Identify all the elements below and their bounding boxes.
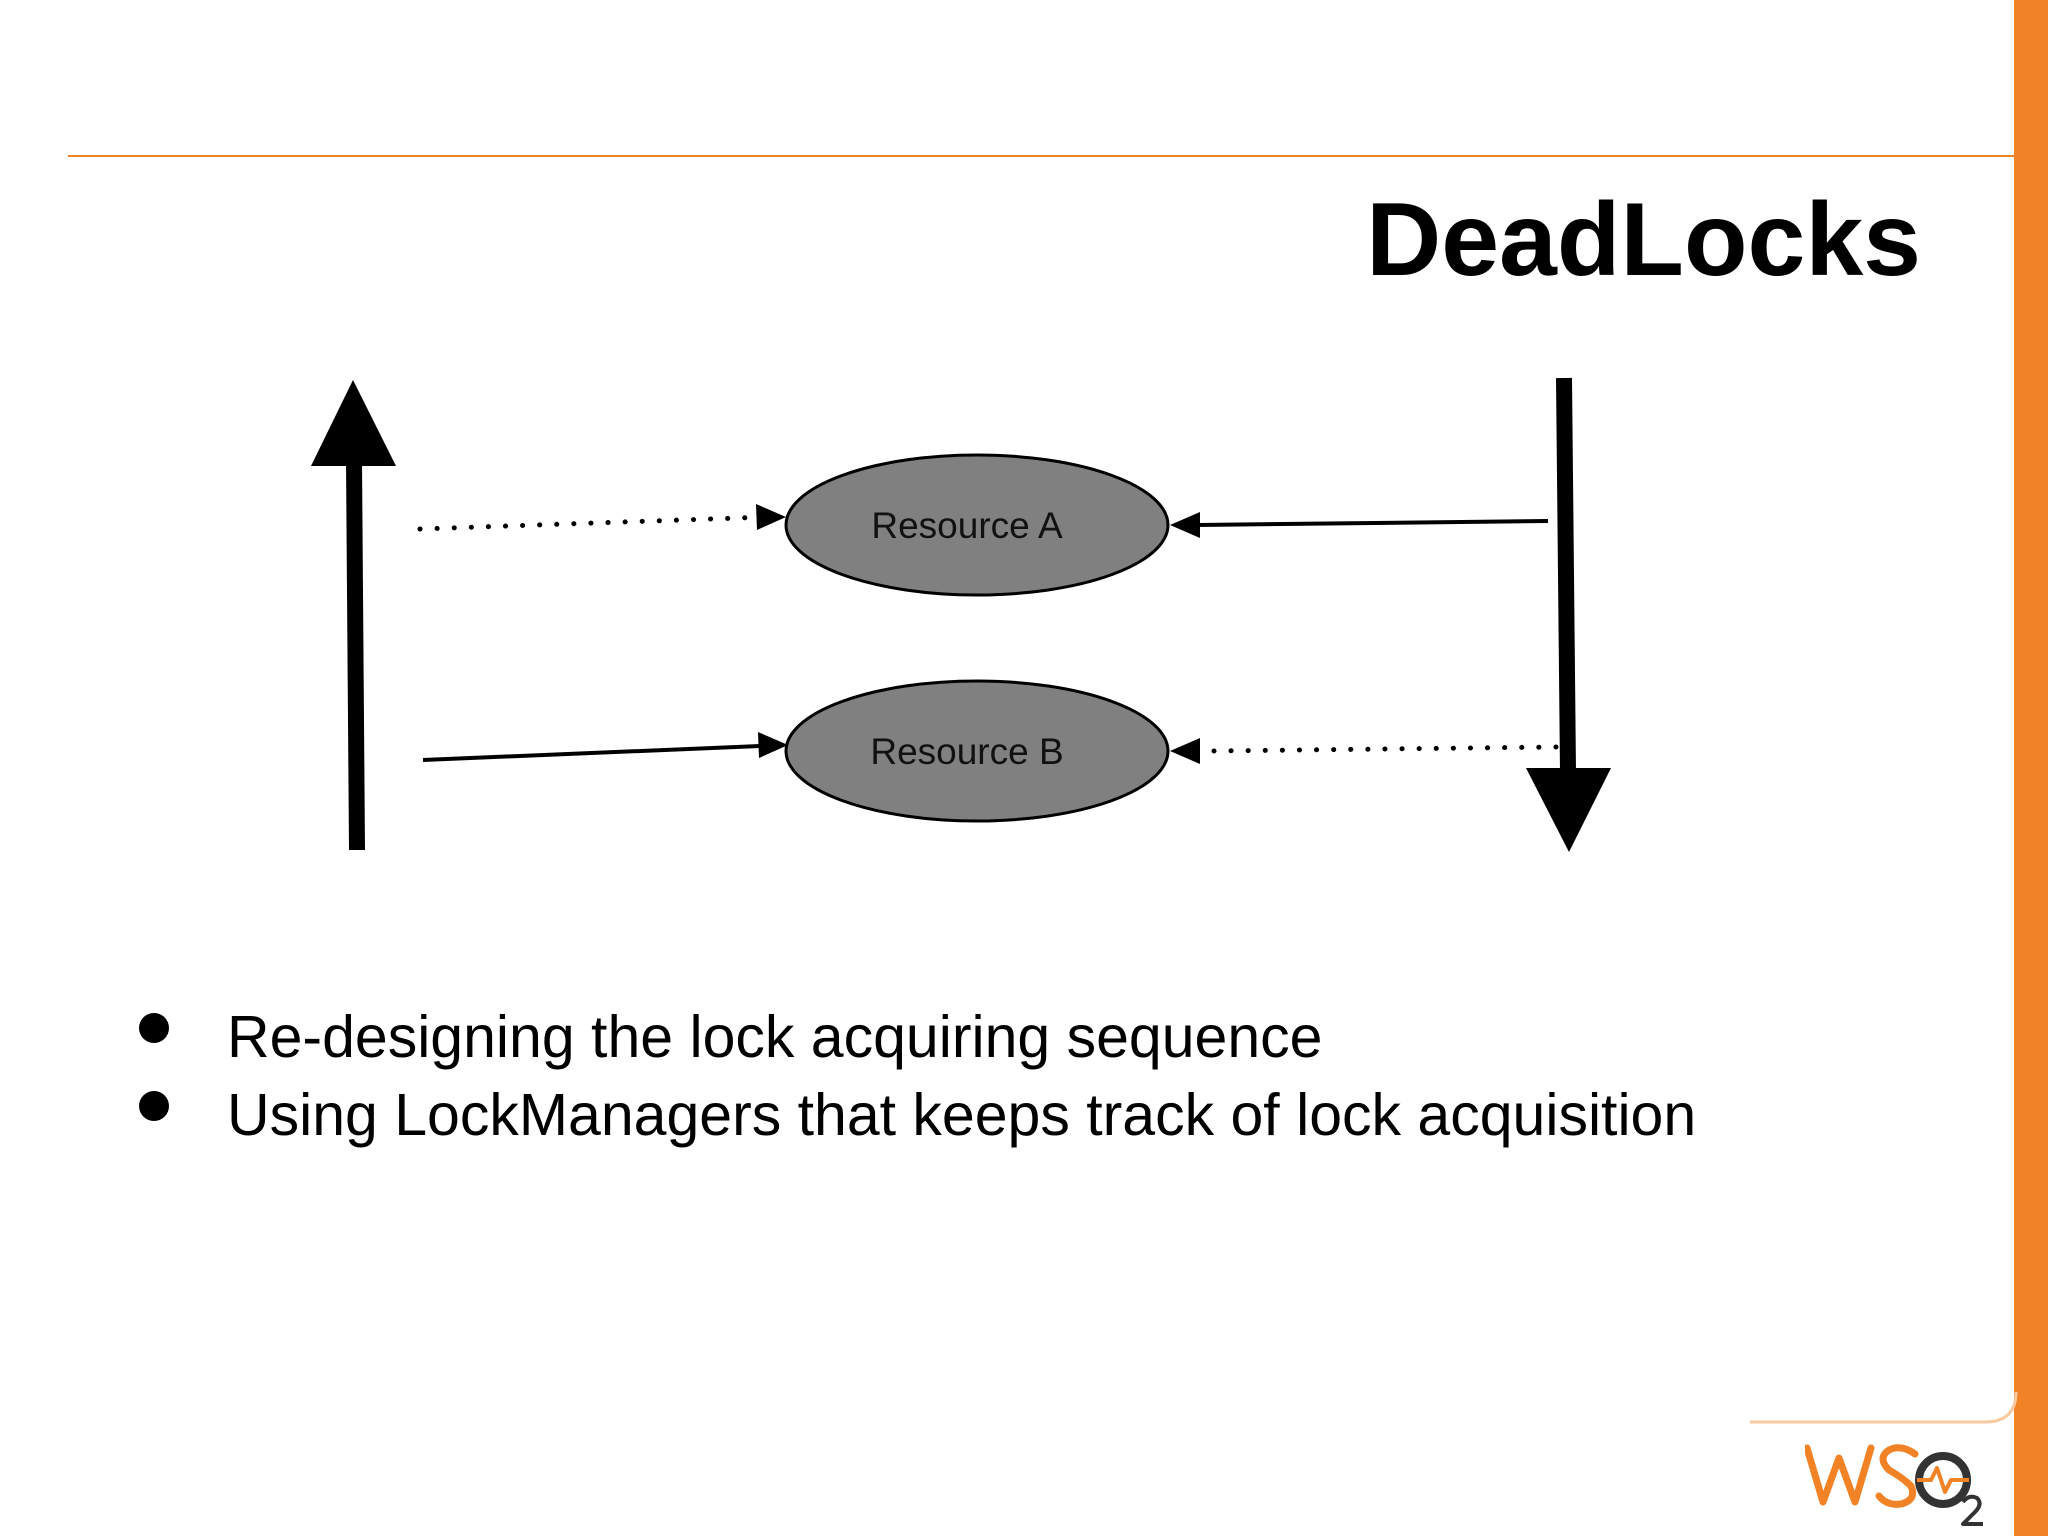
bullet-dot-icon xyxy=(139,1091,169,1121)
right-thread-arrow xyxy=(1526,377,1611,852)
bullet-item: Using LockManagers that keeps track of l… xyxy=(130,1076,1696,1154)
wso2-logo xyxy=(1805,1444,1983,1526)
logo-pulse-icon xyxy=(1917,1466,1969,1494)
resource-a-label: Resource A xyxy=(871,505,1063,546)
edge-right-to-resource-a-held xyxy=(1170,512,1549,538)
resource-a-node: Resource A xyxy=(784,453,1170,597)
bullet-item: Re-designing the lock acquiring sequence xyxy=(130,998,1696,1076)
edge-left-to-resource-b-held xyxy=(422,732,788,762)
logo-2-icon xyxy=(1961,1494,1983,1526)
left-thread-arrow xyxy=(311,380,396,851)
edge-right-to-resource-b-waiting xyxy=(1170,738,1559,764)
slide-title: DeadLocks xyxy=(1366,182,1921,298)
bullet-dot-icon xyxy=(139,1013,169,1043)
edge-left-to-resource-a-waiting xyxy=(417,504,786,532)
logo-w-icon xyxy=(1805,1444,1875,1506)
bullet-list: Re-designing the lock acquiring sequence… xyxy=(130,998,1696,1154)
logo-s-icon xyxy=(1875,1444,1919,1508)
right-accent-bar xyxy=(2014,0,2048,1536)
bullet-text: Using LockManagers that keeps track of l… xyxy=(227,1082,1697,1148)
resource-b-node: Resource B xyxy=(784,679,1170,823)
resource-b-label: Resource B xyxy=(870,731,1063,772)
bullet-text: Re-designing the lock acquiring sequence xyxy=(227,1004,1323,1070)
bottom-corner-curve xyxy=(1750,1391,2018,1424)
